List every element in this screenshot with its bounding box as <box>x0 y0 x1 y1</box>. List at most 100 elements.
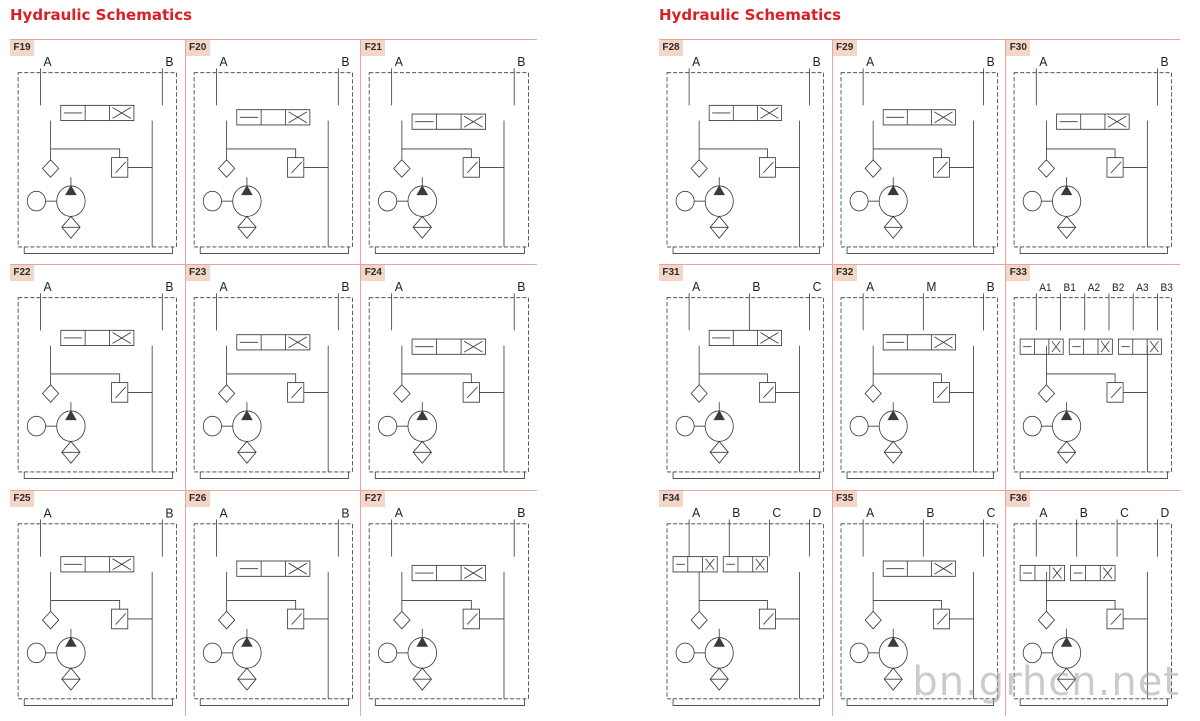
schematic-drawing <box>193 293 353 480</box>
pump-arrow <box>65 636 77 647</box>
dashed-enclosure <box>17 72 177 248</box>
relief-spring <box>1111 161 1122 174</box>
figure-tag: F32 <box>832 265 857 282</box>
figure-tag: F26 <box>185 490 210 507</box>
port-label: A <box>219 280 228 294</box>
directional-valve <box>236 334 310 351</box>
directional-valve <box>1070 564 1116 581</box>
motor-circle <box>675 642 695 663</box>
filter-diamond <box>864 159 882 178</box>
valve-arrow <box>464 341 484 353</box>
relief-line <box>1046 599 1116 609</box>
valve-arrow <box>288 562 307 575</box>
valve-arrow <box>112 107 132 119</box>
directional-valve <box>708 330 782 347</box>
schematic-drawing <box>17 519 177 706</box>
figure-tag: F28 <box>659 40 683 56</box>
pump-arrow <box>416 185 429 196</box>
directional-valve <box>1020 564 1066 581</box>
figure-tag: F24 <box>361 265 386 282</box>
tank-line <box>23 246 173 254</box>
motor-circle <box>378 416 398 437</box>
port-label: C <box>813 280 822 295</box>
valve-arrow <box>933 562 953 575</box>
suction-filter <box>412 441 433 465</box>
schematic-drawing <box>193 68 353 254</box>
dashed-enclosure <box>369 297 530 473</box>
port-label: A3 <box>1137 282 1150 294</box>
schematic-drawing <box>666 68 825 254</box>
motor-circle <box>378 642 398 663</box>
dashed-enclosure <box>369 523 530 699</box>
relief-valve <box>111 608 129 629</box>
filter-diamond <box>41 159 60 178</box>
port-label: A <box>44 280 53 294</box>
dashed-enclosure <box>17 523 177 699</box>
filter-diamond <box>217 159 235 178</box>
directional-valve <box>1118 338 1163 356</box>
directional-valve <box>411 113 487 130</box>
suction-filter <box>709 215 729 239</box>
port-label: A1 <box>1040 282 1053 294</box>
schematic-drawing <box>1014 519 1173 706</box>
schematic-drawing <box>193 519 353 706</box>
motor-circle <box>849 642 869 663</box>
valve-arrow <box>705 558 715 570</box>
relief-valve <box>758 157 776 178</box>
port-label: A <box>44 506 53 521</box>
schematic-drawing <box>17 293 177 480</box>
relief-valve <box>932 608 950 629</box>
relief-spring <box>115 612 127 625</box>
relief-spring <box>290 161 302 174</box>
pump-arrow <box>240 636 253 647</box>
port-label: A <box>866 505 875 520</box>
port-label: B2 <box>1112 282 1125 294</box>
tank-line <box>672 472 821 480</box>
relief-line <box>50 599 121 609</box>
dashed-enclosure <box>840 72 998 248</box>
tank-line <box>846 246 994 254</box>
pump-arrow <box>887 636 899 647</box>
directional-valve <box>60 555 135 573</box>
dashed-enclosure <box>369 72 530 248</box>
port-label: B <box>518 506 526 520</box>
suction-filter <box>236 667 257 691</box>
filter-diamond <box>41 384 60 404</box>
port-label: B <box>1161 55 1169 70</box>
suction-filter <box>61 215 81 239</box>
valve-arrow <box>1052 566 1063 579</box>
relief-spring <box>290 386 302 399</box>
motor-circle <box>26 190 46 212</box>
directional-valve <box>60 330 135 347</box>
valve-arrow <box>1103 566 1113 579</box>
tank-line <box>375 698 526 706</box>
port-label: A <box>1040 505 1049 520</box>
left-page-title: Hydraulic Schematics <box>10 6 193 24</box>
tank-line <box>199 472 349 480</box>
relief-spring <box>467 386 479 399</box>
suction-filter <box>236 215 257 239</box>
motor-circle <box>849 190 869 212</box>
filter-diamond <box>1038 384 1056 404</box>
pump-arrow <box>416 410 429 421</box>
dashed-enclosure <box>666 297 825 473</box>
suction-filter <box>61 441 81 465</box>
tank-line <box>199 246 349 254</box>
relief-valve <box>1106 608 1124 629</box>
port-label: B1 <box>1064 282 1077 294</box>
relief-spring <box>467 612 479 625</box>
